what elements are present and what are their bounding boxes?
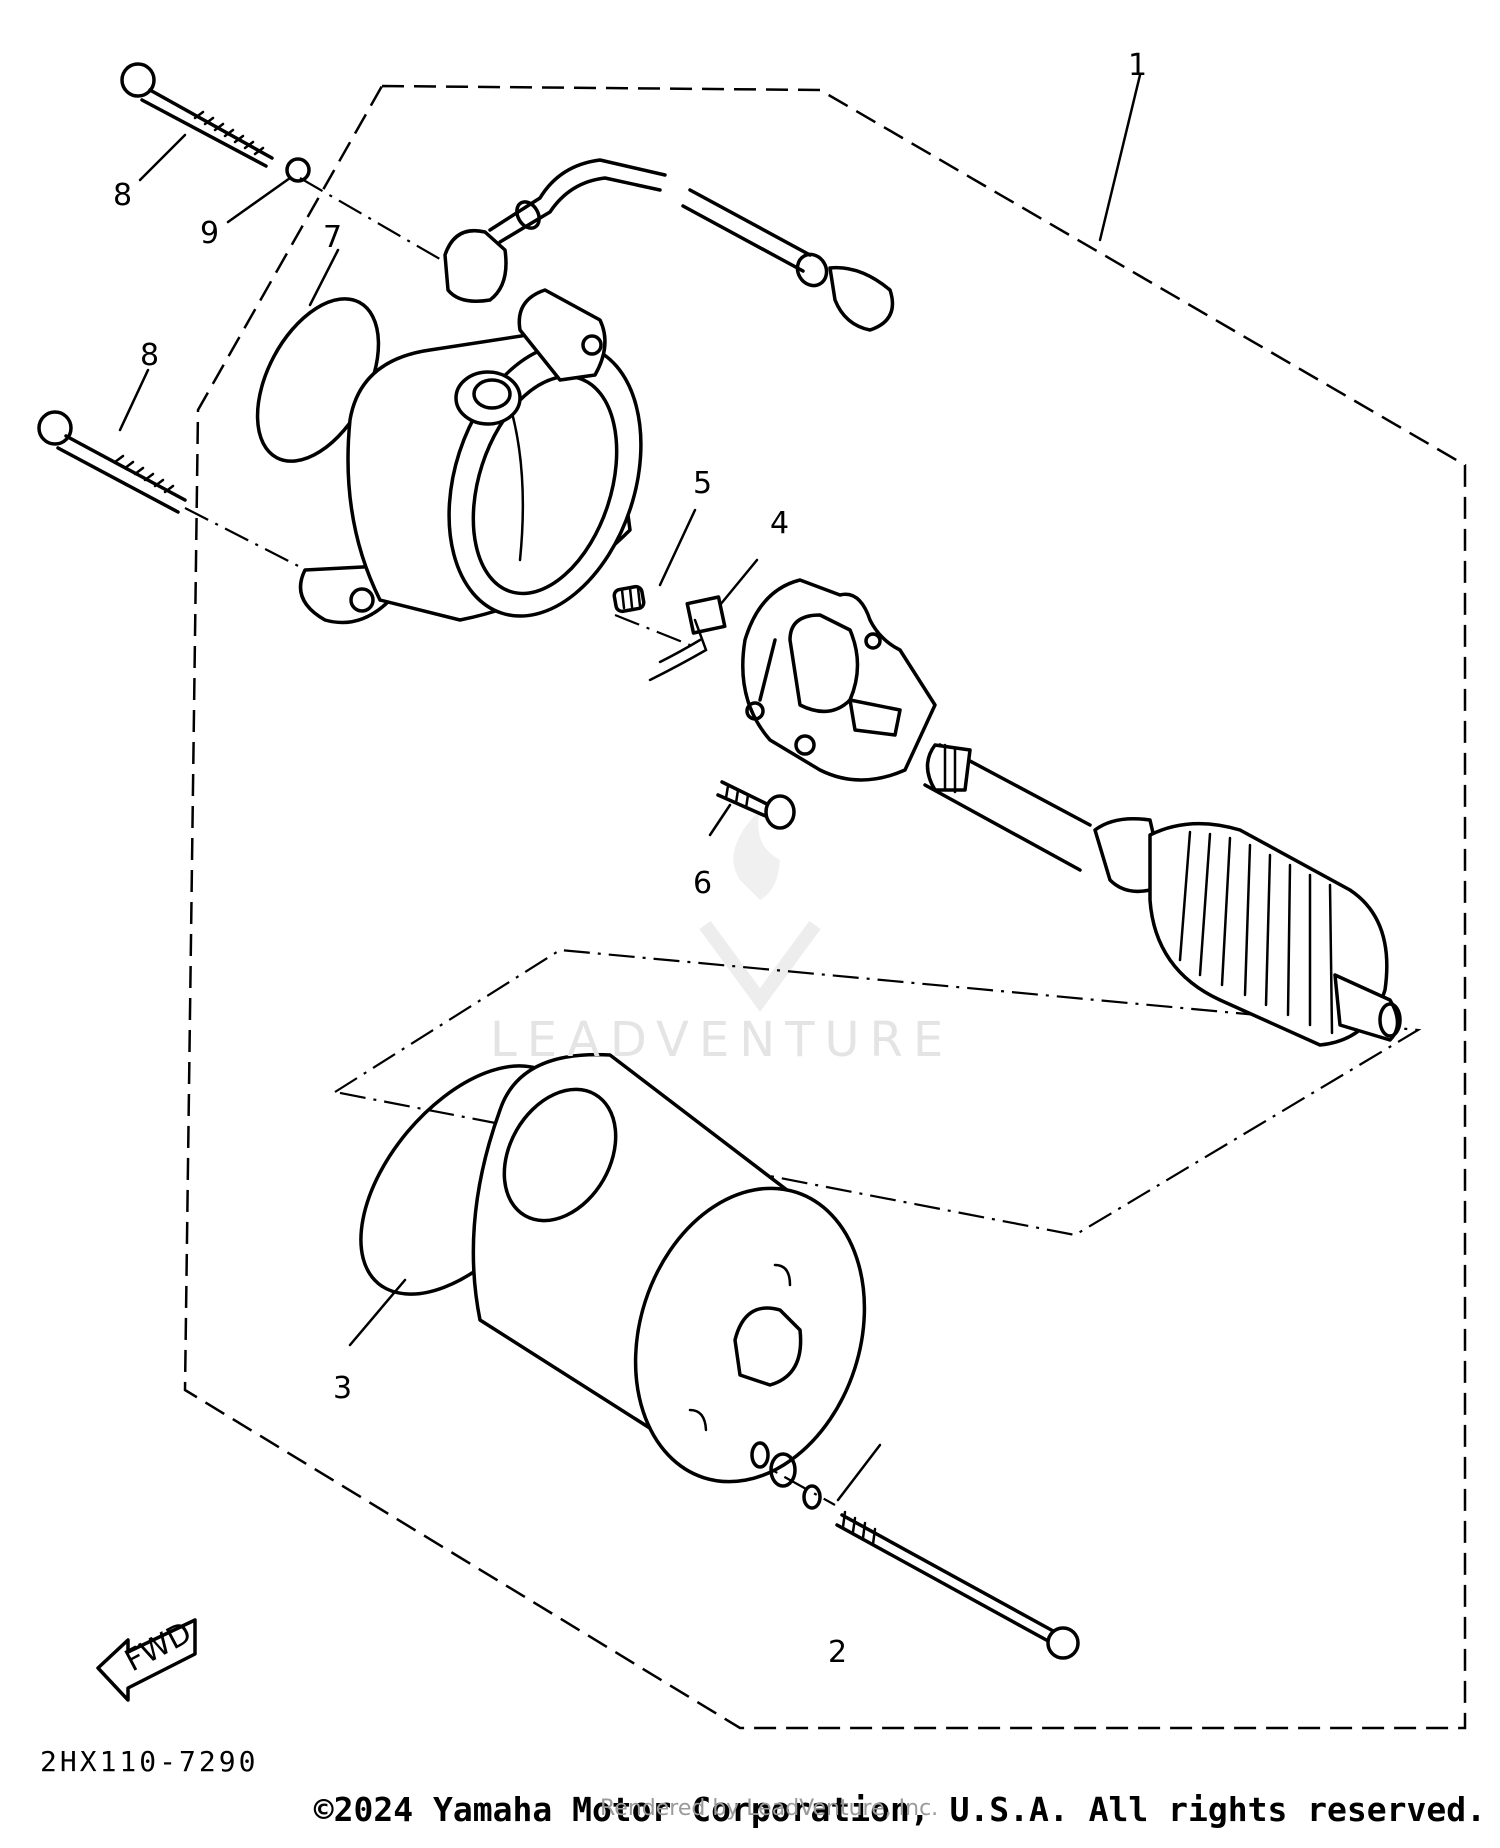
callout-8-lower: 8	[140, 338, 159, 373]
callout-5: 5	[693, 466, 712, 501]
callout-7: 7	[323, 220, 342, 255]
brush-axis	[614, 613, 691, 647]
long-bolt-2	[835, 1510, 1080, 1660]
washer-9	[285, 157, 311, 183]
copyright-notice: ©2024 Yamaha Motor Corporation, U.S.A. A…	[313, 1790, 1486, 1829]
leader-6	[708, 803, 732, 837]
yoke-body	[471, 1052, 867, 1484]
washers	[750, 1441, 822, 1510]
callout-4: 4	[770, 506, 789, 541]
callout-8-upper: 8	[113, 178, 132, 213]
fwd-arrow-icon: FWD	[96, 1615, 198, 1702]
callout-9: 9	[200, 216, 219, 251]
leader-9	[226, 176, 292, 224]
bolt-8-upper	[120, 62, 274, 168]
screw-6	[716, 780, 796, 830]
armature	[923, 743, 1402, 1047]
callout-6: 6	[693, 866, 712, 901]
callout-2: 2	[828, 1635, 847, 1670]
leader-7	[308, 248, 340, 307]
callout-1: 1	[1128, 48, 1147, 83]
leader-2	[836, 1443, 882, 1502]
leader-4	[718, 558, 759, 607]
bolt-8-lower	[37, 410, 187, 514]
rendered-by-watermark: Rendered by LeadVenture, Inc.	[600, 1796, 939, 1821]
brush-spring-5	[612, 584, 646, 614]
bolt-axis-lower	[184, 507, 311, 573]
leader-8a	[138, 133, 187, 182]
armature-group-box	[332, 948, 1422, 1237]
leader-8b	[118, 368, 150, 432]
watermark-brand: LEADVENTURE	[490, 1012, 954, 1068]
bolt-axis-upper	[299, 177, 446, 263]
leader-5	[658, 508, 697, 587]
front-cover-housing	[298, 288, 643, 625]
carbon-brush-4	[648, 595, 727, 682]
leader-1	[1098, 73, 1142, 242]
leader-3	[348, 1278, 407, 1347]
drawing-code: 2HX110-7290	[40, 1745, 259, 1778]
brush-holder-plate	[741, 578, 937, 782]
leadventure-logo-watermark	[699, 810, 821, 1012]
assembly-boundary	[183, 84, 1467, 1730]
callout-3: 3	[333, 1371, 352, 1406]
lead-wire	[443, 158, 895, 332]
